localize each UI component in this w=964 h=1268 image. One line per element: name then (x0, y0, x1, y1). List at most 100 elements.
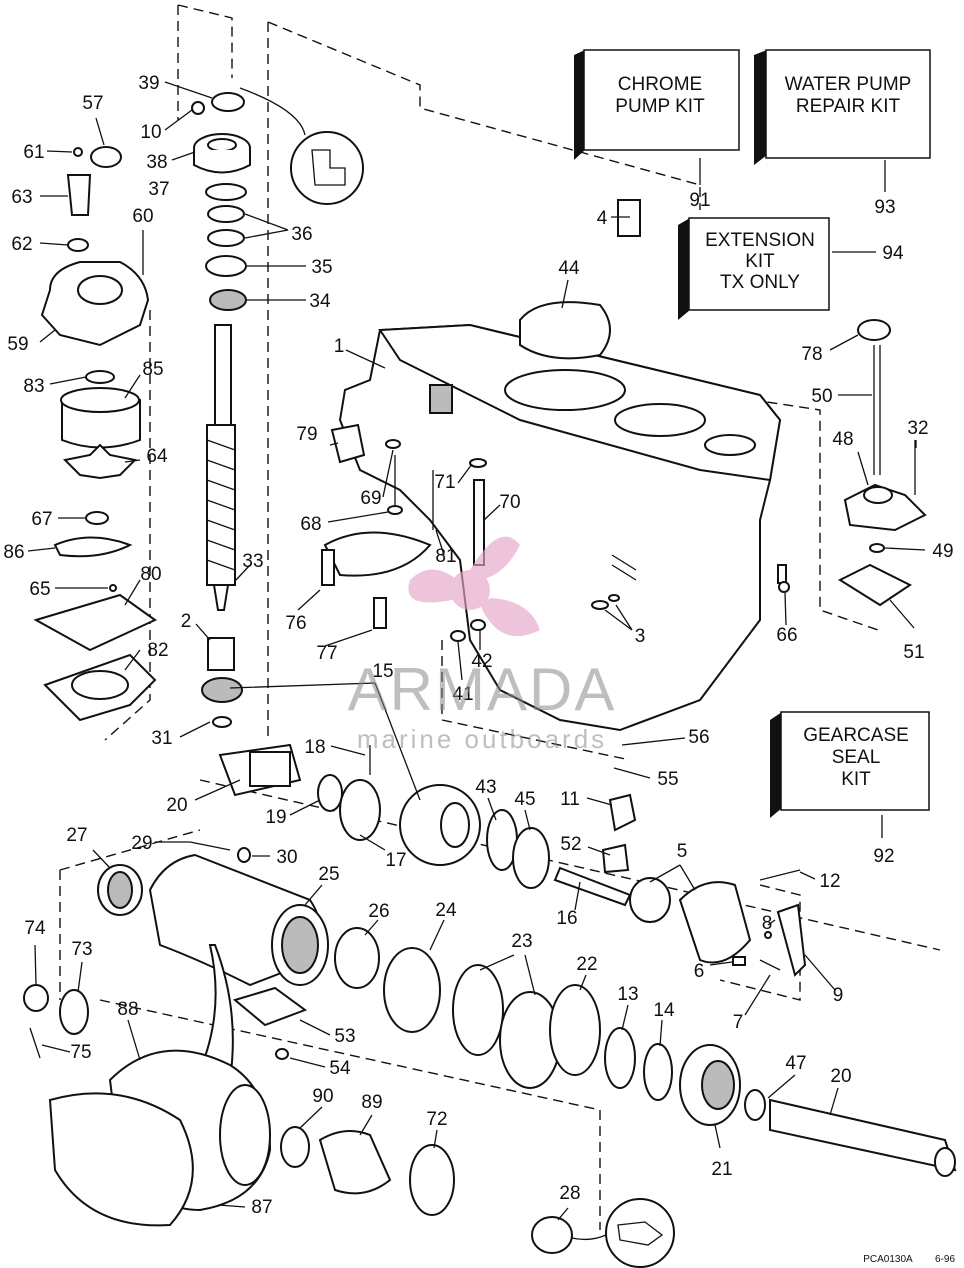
label-18: 18 (304, 737, 325, 758)
label-89: 89 (361, 1092, 382, 1113)
label-49: 49 (932, 541, 953, 562)
label-73: 73 (71, 939, 92, 960)
label-52: 52 (560, 834, 581, 855)
kit-extension: EXTENSION KIT TX ONLY 94 (678, 217, 904, 320)
label-11: 11 (560, 789, 580, 810)
leader-lines (27, 81, 926, 1221)
label-7: 7 (733, 1012, 744, 1033)
label-26: 26 (368, 901, 389, 922)
label-83: 83 (23, 376, 44, 397)
label-4: 4 (597, 208, 608, 229)
part-labels: 39 10 38 37 36 35 34 33 2 31 57 61 63 62… (3, 73, 953, 1218)
label-15: 15 (372, 661, 393, 682)
label-14: 14 (653, 1000, 675, 1021)
kit-extension-number: 94 (882, 243, 904, 264)
label-21: 21 (711, 1159, 732, 1180)
label-38: 38 (146, 152, 167, 173)
label-75: 75 (70, 1042, 91, 1063)
label-47: 47 (785, 1053, 806, 1074)
label-28: 28 (559, 1183, 580, 1204)
label-56: 56 (688, 727, 709, 748)
label-12: 12 (819, 871, 840, 892)
label-63: 63 (11, 187, 32, 208)
label-42: 42 (471, 651, 492, 672)
label-80: 80 (140, 564, 161, 585)
kit-chrome-line1: CHROME (618, 74, 702, 95)
label-48: 48 (832, 429, 853, 450)
label-71: 71 (434, 472, 455, 493)
mid-parts (321, 199, 790, 642)
label-79: 79 (296, 424, 317, 445)
footer-date: 6-96 (935, 1254, 955, 1265)
label-3: 3 (635, 626, 646, 647)
label-43: 43 (475, 777, 496, 798)
label-36: 36 (291, 224, 312, 245)
label-61: 61 (23, 142, 44, 163)
label-23: 23 (511, 931, 532, 952)
lubricant-top-icon (290, 131, 364, 205)
label-32: 32 (907, 418, 928, 439)
label-88: 88 (117, 999, 138, 1020)
label-35: 35 (311, 257, 332, 278)
kit-water-line2: REPAIR KIT (796, 96, 901, 117)
watermark-tagline: marine outboards (357, 724, 607, 754)
label-31: 31 (151, 728, 172, 749)
label-60: 60 (132, 206, 153, 227)
label-55: 55 (657, 769, 678, 790)
armada-logo-icon (408, 536, 540, 637)
label-34: 34 (309, 291, 331, 312)
label-59: 59 (7, 334, 28, 355)
gearcase-housing (338, 323, 782, 732)
label-37: 37 (148, 179, 169, 200)
kit-gearcase-line3: KIT (841, 769, 871, 790)
kit-water-number: 93 (874, 197, 895, 218)
label-2: 2 (181, 611, 192, 632)
label-57: 57 (82, 93, 103, 114)
label-24: 24 (435, 900, 457, 921)
label-67: 67 (31, 509, 52, 530)
label-86: 86 (3, 542, 24, 563)
label-50: 50 (811, 386, 832, 407)
kit-chrome-number: 91 (689, 190, 710, 211)
label-85: 85 (142, 359, 163, 380)
label-77: 77 (316, 643, 337, 664)
label-20-upper: 20 (166, 795, 187, 816)
label-82: 82 (147, 640, 168, 661)
label-6: 6 (694, 961, 705, 982)
kit-gearcase-number: 92 (873, 846, 894, 867)
label-13: 13 (617, 984, 638, 1005)
label-51: 51 (903, 642, 924, 663)
water-pump-assembly (33, 146, 157, 722)
label-81: 81 (435, 546, 456, 567)
label-8: 8 (762, 913, 773, 934)
label-39: 39 (138, 73, 159, 94)
label-74: 74 (24, 918, 46, 939)
kit-extension-line3: TX ONLY (720, 272, 800, 293)
lubricant-bottom-icon (605, 1198, 675, 1268)
label-27: 27 (66, 825, 87, 846)
label-70: 70 (499, 492, 520, 513)
label-41: 41 (452, 684, 473, 705)
label-20-lower: 20 (830, 1066, 851, 1087)
label-9: 9 (833, 985, 844, 1006)
kit-chrome-line2: PUMP KIT (615, 96, 705, 117)
label-90: 90 (312, 1086, 333, 1107)
label-72: 72 (426, 1109, 447, 1130)
lubricant-icons (239, 87, 675, 1268)
shift-assembly (837, 319, 927, 607)
label-87: 87 (251, 1197, 272, 1218)
label-1: 1 (334, 336, 345, 357)
kit-gearcase-line1: GEARCASE (803, 725, 909, 746)
propeller-assembly (23, 944, 573, 1254)
label-53: 53 (334, 1026, 355, 1047)
watermark-brand: ARMADA (348, 656, 617, 723)
label-33: 33 (242, 551, 263, 572)
label-62: 62 (11, 234, 32, 255)
kit-water-pump: WATER PUMP REPAIR KIT 93 (754, 49, 931, 218)
armada-watermark: ARMADA marine outboards (348, 536, 617, 754)
label-30: 30 (276, 847, 297, 868)
label-44: 44 (558, 258, 580, 279)
label-5: 5 (677, 841, 688, 862)
